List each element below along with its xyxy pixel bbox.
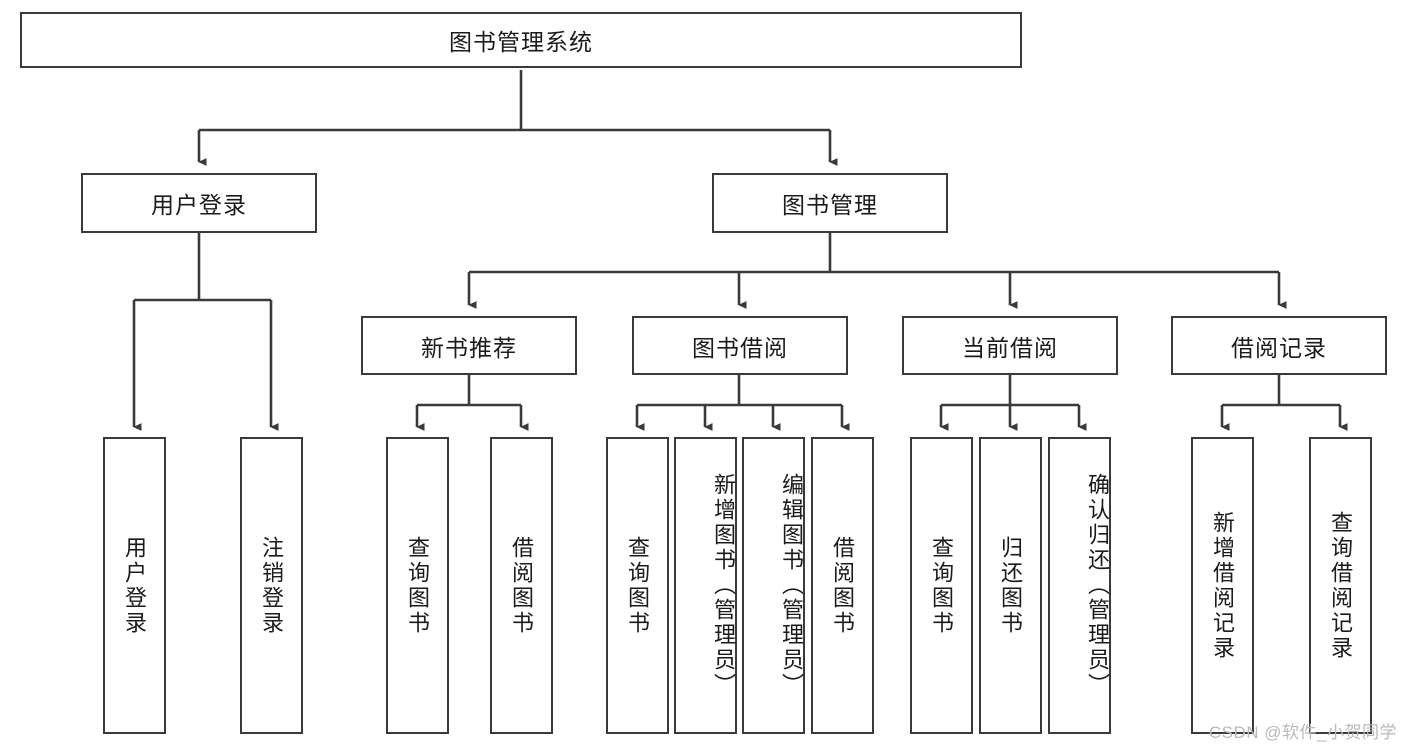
leaf-borrow-add-book-admin[interactable]: 新增图书（管理员） — [674, 437, 737, 734]
leaf-new-book-query[interactable]: 查询图书 — [386, 437, 449, 734]
leaf-records-query-record[interactable]: 查询借阅记录 — [1309, 437, 1372, 734]
leaf-user-login-signin[interactable]: 用户登录 — [103, 437, 166, 734]
node-label: 当前借阅 — [962, 334, 1058, 361]
node-label: 编辑图书（管理员） — [779, 473, 804, 698]
node-label: 查询图书 — [405, 535, 431, 636]
node-label: 用户登录 — [151, 192, 247, 218]
node-label: 查询借阅记录 — [1328, 510, 1354, 661]
node-label: 新书推荐 — [421, 334, 517, 361]
csdn-watermark: CSDN @软件_小贺同学 — [1208, 723, 1397, 742]
node-current-borrow[interactable]: 当前借阅 — [902, 316, 1118, 375]
leaf-current-query-book[interactable]: 查询图书 — [910, 437, 973, 734]
node-root-system[interactable]: 图书管理系统 — [20, 12, 1022, 68]
node-book-borrow[interactable]: 图书借阅 — [632, 316, 848, 375]
node-label: 注销登录 — [259, 535, 285, 636]
node-label: 查询图书 — [625, 535, 651, 636]
leaf-borrow-borrow-book[interactable]: 借阅图书 — [811, 437, 874, 734]
leaf-records-add-record[interactable]: 新增借阅记录 — [1191, 437, 1254, 734]
leaf-current-return-book[interactable]: 归还图书 — [979, 437, 1042, 734]
node-label: 借阅记录 — [1231, 334, 1327, 361]
leaf-new-book-borrow[interactable]: 借阅图书 — [490, 437, 553, 734]
leaf-user-login-signout[interactable]: 注销登录 — [240, 437, 303, 734]
node-new-book-recommend[interactable]: 新书推荐 — [361, 316, 577, 375]
node-label: 确认归还（管理员） — [1085, 473, 1110, 698]
node-borrow-records[interactable]: 借阅记录 — [1171, 316, 1387, 375]
node-user-login[interactable]: 用户登录 — [81, 173, 317, 233]
node-label: 借阅图书 — [830, 535, 856, 636]
node-label: 新增借阅记录 — [1210, 510, 1236, 661]
leaf-current-confirm-return-admin[interactable]: 确认归还（管理员） — [1048, 437, 1111, 734]
node-label: 查询图书 — [929, 535, 955, 636]
node-label: 图书管理 — [782, 192, 878, 218]
leaf-borrow-query-book[interactable]: 查询图书 — [606, 437, 669, 734]
leaf-borrow-edit-book-admin[interactable]: 编辑图书（管理员） — [742, 437, 805, 734]
node-label: 图书借阅 — [692, 334, 788, 361]
node-label: 图书管理系统 — [449, 29, 593, 55]
node-label: 借阅图书 — [509, 535, 535, 636]
node-label: 用户登录 — [122, 535, 148, 636]
node-label: 归还图书 — [998, 535, 1024, 636]
node-label: 新增图书（管理员） — [711, 473, 736, 698]
node-book-management[interactable]: 图书管理 — [712, 173, 948, 233]
